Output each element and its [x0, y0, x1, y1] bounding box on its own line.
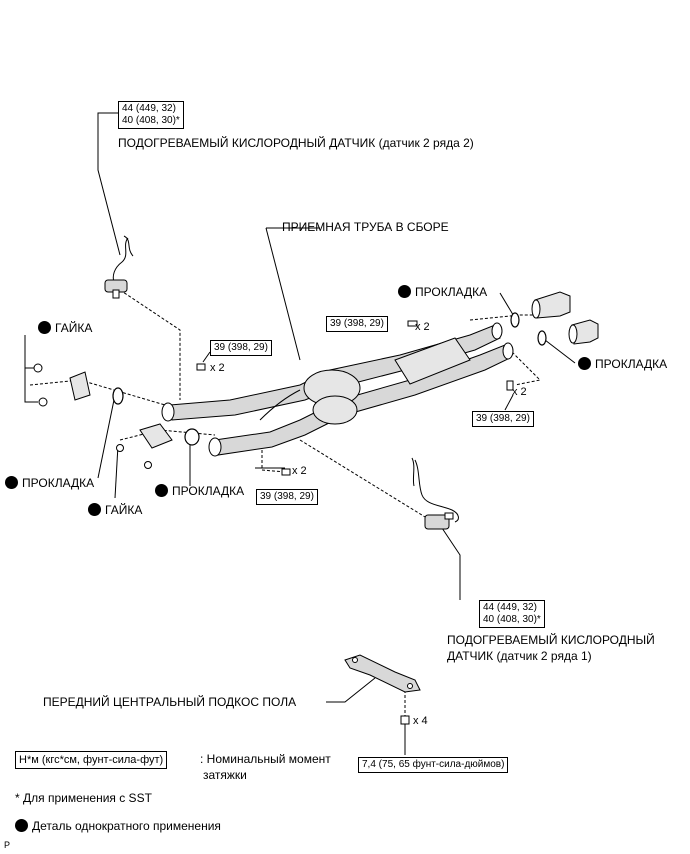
label-nut-bottom: ГАЙКА: [88, 503, 142, 517]
torque-right-bolt: 39 (398, 29): [472, 411, 534, 427]
rear-pipe-ends: [531, 291, 599, 345]
torque-sensor1: 44 (449, 32) 40 (408, 30)*: [479, 600, 545, 628]
dash-sensor1: [299, 439, 431, 521]
qty-mid-bolt: x 2: [292, 465, 307, 477]
dash-sensor2: [119, 289, 181, 400]
label-gasket-left-text: ПРОКЛАДКА: [22, 476, 95, 490]
legend-sst-note: * Для применения с SST: [15, 791, 152, 805]
leader-nut-bottom: [114, 444, 119, 499]
single-use-dot-icon: [155, 484, 168, 497]
nut-left-lower: [38, 397, 48, 407]
nut-bottom-lower: [144, 461, 152, 469]
single-use-dot-icon: [15, 819, 28, 832]
single-use-dot-icon: [38, 321, 51, 334]
leader-gasket-right: [544, 339, 576, 364]
oxygen-sensor-1: [411, 457, 459, 530]
torque-sensor2: 44 (449, 32) 40 (408, 30)*: [118, 101, 184, 129]
gaskets: [112, 312, 547, 446]
bolt-left: [196, 363, 206, 371]
qty-top-right-bolt: x 2: [415, 321, 430, 333]
label-sensor2: ПОДОГРЕВАЕМЫЙ КИСЛОРОДНЫЙ ДАТЧИК (датчик…: [118, 136, 474, 150]
label-nut-left: ГАЙКА: [38, 321, 92, 335]
oxygen-sensor-2: [104, 235, 134, 299]
legend-unit-desc-line2: затяжки: [203, 768, 247, 782]
qty-right-bolt: x 2: [512, 386, 527, 398]
legend-unit-desc-line1: : Номинальный момент: [200, 752, 331, 766]
label-sensor1-line1: ПОДОГРЕВАЕМЫЙ КИСЛОРОДНЫЙ: [447, 633, 655, 647]
leader-pipe: [265, 227, 301, 361]
single-use-dot-icon: [88, 503, 101, 516]
gasket-top-right: [510, 312, 520, 328]
label-gasket-top-text: ПРОКЛАДКА: [415, 285, 488, 299]
label-brace: ПЕРЕДНИЙ ЦЕНТРАЛЬНЫЙ ПОДКОС ПОЛА: [43, 695, 297, 709]
label-gasket-left: ПРОКЛАДКА: [5, 476, 94, 490]
single-use-dot-icon: [398, 285, 411, 298]
qty-left-bolt: x 2: [210, 362, 225, 374]
bolt-right: [506, 380, 514, 391]
left-manifold-flange: [33, 363, 173, 469]
torque-mid-bolt: 39 (398, 29): [256, 489, 318, 505]
bolts: [196, 320, 514, 725]
leader-nut-left-bracket: [24, 335, 38, 403]
leader-right-bolt: [504, 394, 514, 411]
nut-bottom-upper: [116, 444, 124, 452]
torque-left-bolt: 39 (398, 29): [210, 340, 272, 356]
qty-brace-bolt: x 4: [413, 715, 428, 727]
floor-center-brace: [344, 654, 421, 693]
torque-top-right-bolt: 39 (398, 29): [326, 316, 388, 332]
label-gasket-right: ПРОКЛАДКА: [578, 357, 667, 371]
torque-sensor1-line2: 40 (408, 30)*: [483, 614, 541, 625]
label-nut-left-text: ГАЙКА: [55, 321, 93, 335]
legend-single-use: Деталь однократного применения: [15, 819, 221, 833]
bolt-mid: [281, 468, 291, 476]
dash-right: [504, 344, 542, 386]
leader-gasket-left: [97, 394, 116, 479]
torque-sensor2-line1: 44 (449, 32): [122, 103, 176, 114]
label-gasket-mid: ПРОКЛАДКА: [155, 484, 244, 498]
nut-left-upper: [33, 363, 43, 373]
label-gasket-mid-text: ПРОКЛАДКА: [172, 484, 245, 498]
legend-unit-box: Н*м (кгс*см, фунт-сила-фут): [15, 751, 168, 769]
dash-left-studs: [29, 379, 166, 406]
single-use-dot-icon: [578, 357, 591, 370]
label-nut-bottom-text: ГАЙКА: [105, 503, 143, 517]
gasket-left: [112, 387, 124, 405]
gasket-right: [537, 330, 547, 346]
bolt-brace: [400, 715, 410, 725]
label-sensor1-line2: ДАТЧИК (датчик 2 ряда 1): [447, 649, 592, 663]
leader-brace: [326, 677, 376, 703]
gasket-mid: [184, 428, 200, 446]
corner-mark: P: [4, 840, 11, 850]
label-gasket-top: ПРОКЛАДКА: [398, 285, 487, 299]
bolt-top-right: [407, 320, 418, 327]
leader-sensor2-torque: [97, 112, 121, 256]
torque-sensor2-line2: 40 (408, 30)*: [122, 115, 180, 126]
single-use-dot-icon: [5, 476, 18, 489]
label-pipe-assembly: ПРИЕМНАЯ ТРУБА В СБОРЕ: [282, 220, 449, 234]
front-pipe-assembly: [161, 322, 514, 457]
legend-single-use-text: Деталь однократного применения: [32, 819, 221, 833]
dash-mid: [261, 445, 286, 473]
label-gasket-right-text: ПРОКЛАДКА: [595, 357, 668, 371]
torque-brace-bolt: 7,4 (75, 65 фунт-сила-дюймов): [358, 757, 509, 773]
leader-left-bolt: [202, 351, 211, 363]
torque-sensor1-line1: 44 (449, 32): [483, 602, 537, 613]
leader-sensor1-torque: [439, 524, 461, 600]
